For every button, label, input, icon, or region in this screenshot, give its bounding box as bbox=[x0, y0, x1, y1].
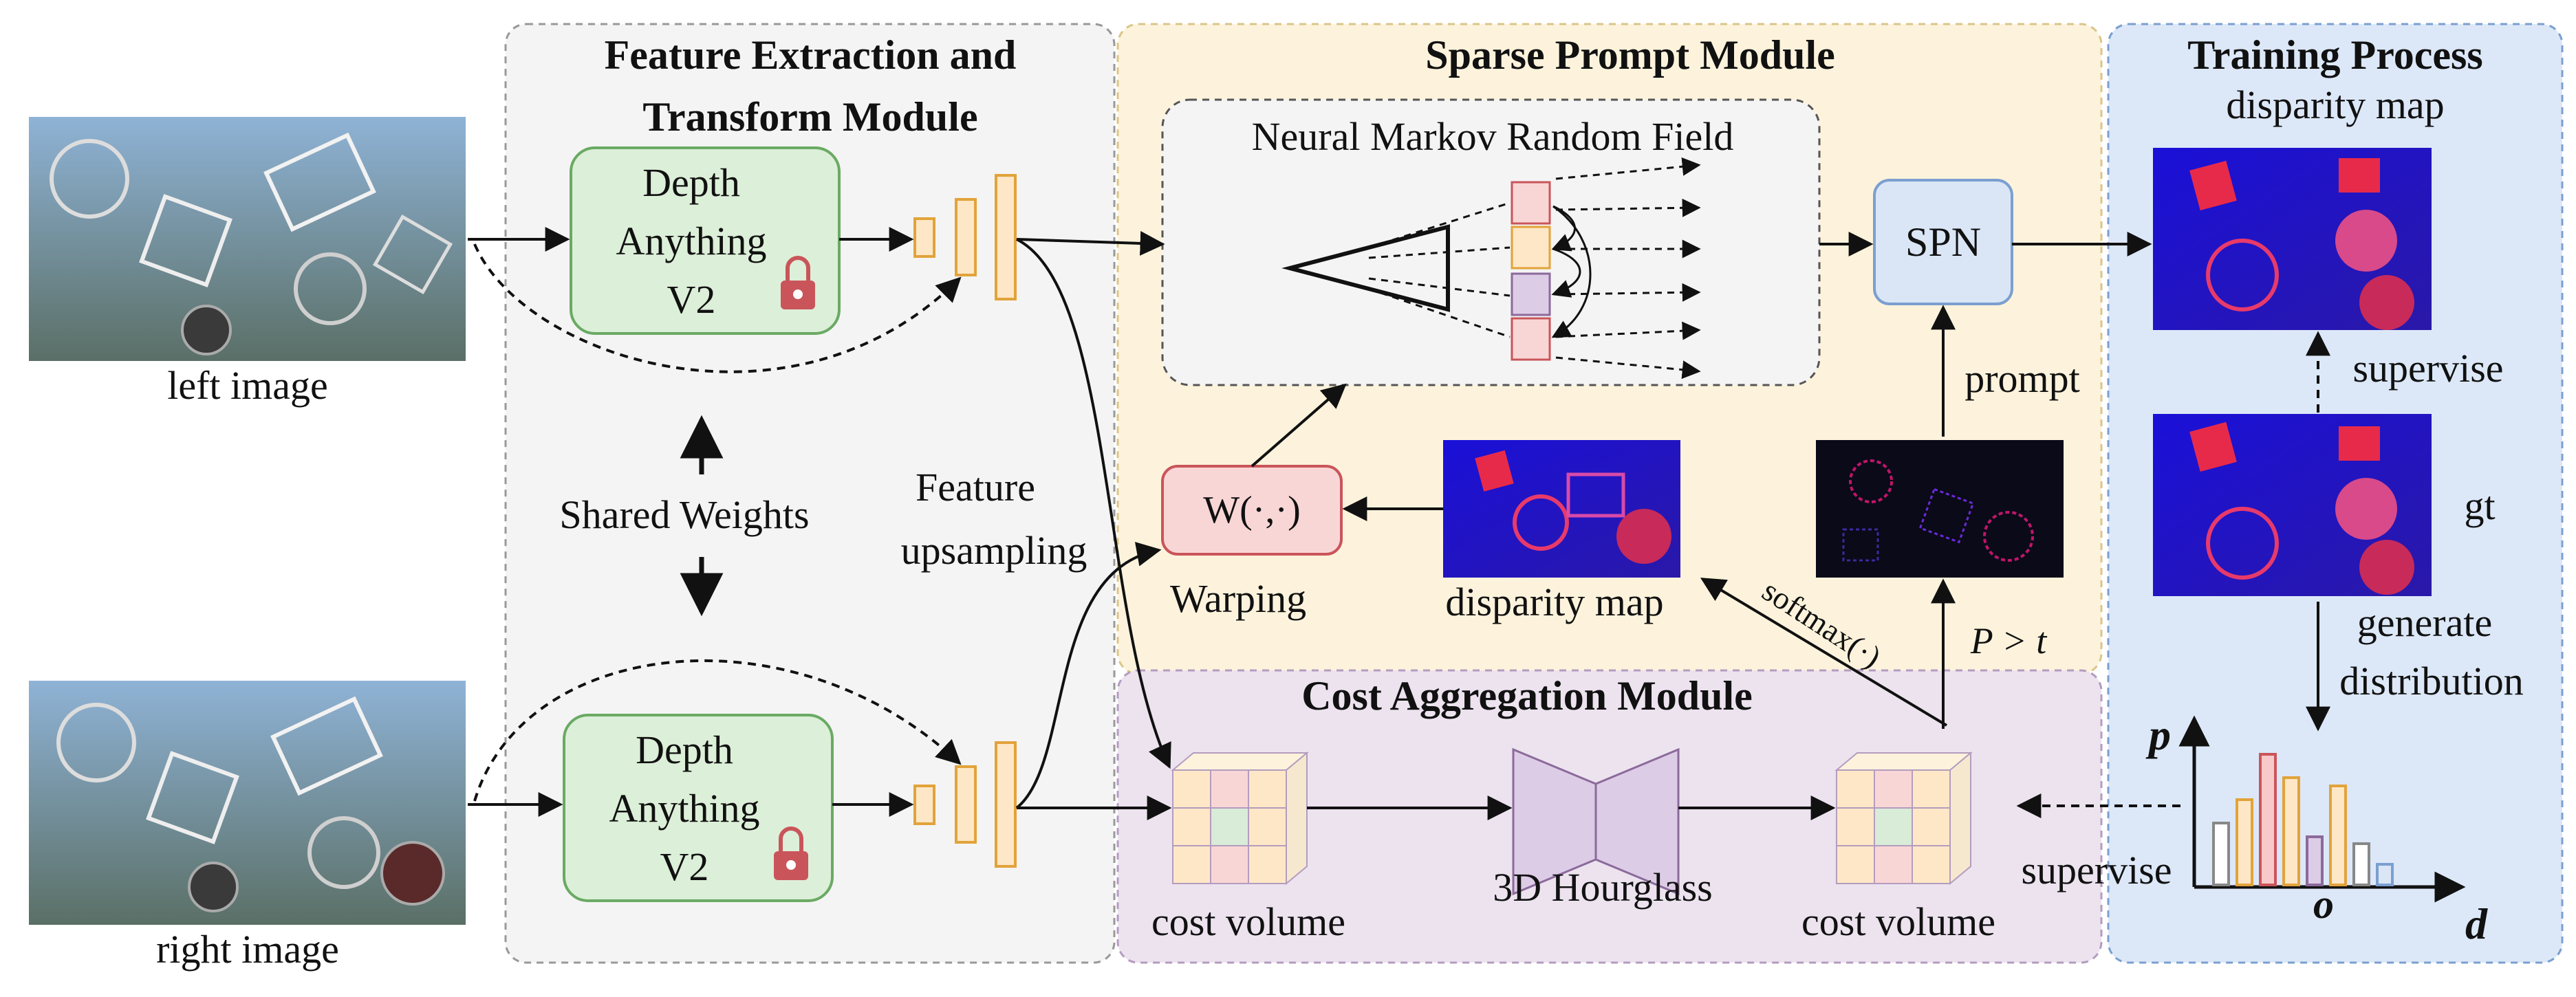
warping-label: Warping bbox=[1170, 576, 1306, 621]
axis-o-label: o bbox=[2313, 881, 2334, 927]
disparity-map-image bbox=[1443, 440, 1680, 578]
encoder-bottom bbox=[563, 714, 834, 902]
left-image-caption: left image bbox=[167, 363, 328, 408]
encoder-bottom-line2: Anything bbox=[609, 786, 759, 831]
histogram-bar bbox=[2236, 798, 2253, 886]
encoder-top-line1: Depth bbox=[642, 160, 740, 205]
training-disparity-label: disparity map bbox=[2226, 83, 2444, 127]
mrf-box bbox=[1161, 98, 1821, 386]
feature-upsampling-line1: Feature bbox=[916, 465, 1035, 510]
hourglass-label: 3D Hourglass bbox=[1493, 865, 1713, 910]
generate-label-line2: distribution bbox=[2339, 659, 2523, 703]
histogram-bar bbox=[2376, 863, 2394, 886]
arrow bbox=[1700, 578, 1948, 727]
hourglass-3d bbox=[1512, 747, 1680, 896]
spn-label: SPN bbox=[1905, 219, 1981, 265]
supervise-bottom-label: supervise bbox=[2021, 848, 2172, 892]
histogram-bar bbox=[2329, 785, 2347, 886]
encoder-bottom-line1: Depth bbox=[636, 727, 733, 772]
mrf-title: Neural Markov Random Field bbox=[1252, 114, 1734, 159]
histogram-bar bbox=[2306, 835, 2324, 886]
skip-arrow bbox=[473, 243, 962, 373]
right-image bbox=[29, 681, 466, 925]
histogram-bar bbox=[2212, 822, 2230, 886]
cost-volume-right-label: cost volume bbox=[1801, 899, 1995, 944]
gt-label: gt bbox=[2464, 483, 2495, 528]
supervise-top-label: supervise bbox=[2352, 346, 2503, 391]
shared-weights-label: Shared Weights bbox=[559, 492, 809, 537]
feature-module-title-line2: Transform Module bbox=[642, 94, 977, 140]
sparse-module-title: Sparse Prompt Module bbox=[1425, 32, 1835, 78]
upsampling-arrow bbox=[1016, 238, 1171, 769]
generate-label-line1: generate bbox=[2357, 600, 2492, 645]
feature-map-medium bbox=[955, 198, 977, 276]
axis-d-label: d bbox=[2465, 899, 2488, 948]
cost-volume-left-label: cost volume bbox=[1151, 899, 1345, 944]
encoder-top-line3: V2 bbox=[667, 277, 716, 322]
histogram-bar bbox=[2352, 842, 2370, 886]
cost-module-title: Cost Aggregation Module bbox=[1301, 673, 1753, 719]
feature-map-small bbox=[913, 785, 935, 825]
training-title: Training Process bbox=[2187, 32, 2482, 78]
lock-icon bbox=[774, 826, 808, 880]
histogram-bar bbox=[2282, 776, 2300, 886]
mrf-network bbox=[1281, 157, 1701, 380]
axis-p-label: p bbox=[2145, 710, 2171, 759]
cost-volume-right bbox=[1834, 751, 1973, 886]
cost-volume-left bbox=[1171, 751, 1309, 886]
feature-upsampling-line2: upsampling bbox=[901, 528, 1087, 573]
predicted-disparity-image bbox=[2153, 148, 2432, 330]
encoder-bottom-line3: V2 bbox=[660, 844, 709, 889]
feature-map-small bbox=[913, 217, 935, 258]
feature-map-medium bbox=[955, 765, 977, 844]
histogram-bar bbox=[2259, 753, 2277, 886]
prompt-label: prompt bbox=[1965, 356, 2080, 401]
feature-map-large bbox=[995, 174, 1017, 300]
lock-icon bbox=[781, 256, 815, 309]
encoder-top-line2: Anything bbox=[616, 219, 766, 263]
right-image-caption: right image bbox=[156, 927, 339, 972]
arrow bbox=[1251, 383, 1347, 468]
warp-operator-label: W(·,·) bbox=[1203, 489, 1300, 532]
warp-input-arrow bbox=[1015, 542, 1162, 809]
ground-truth-image bbox=[2153, 414, 2432, 596]
distribution-histogram bbox=[2178, 715, 2466, 903]
disparity-map-label: disparity map bbox=[1445, 580, 1663, 624]
feature-map-large bbox=[995, 741, 1017, 868]
spn-block bbox=[1873, 179, 2013, 305]
left-image bbox=[29, 117, 466, 361]
feature-module-title-line1: Feature Extraction and bbox=[605, 32, 1017, 78]
arrow bbox=[1016, 230, 1165, 256]
threshold-label: P > t bbox=[1970, 620, 2048, 661]
sparse-prompt-map bbox=[1816, 440, 2064, 578]
